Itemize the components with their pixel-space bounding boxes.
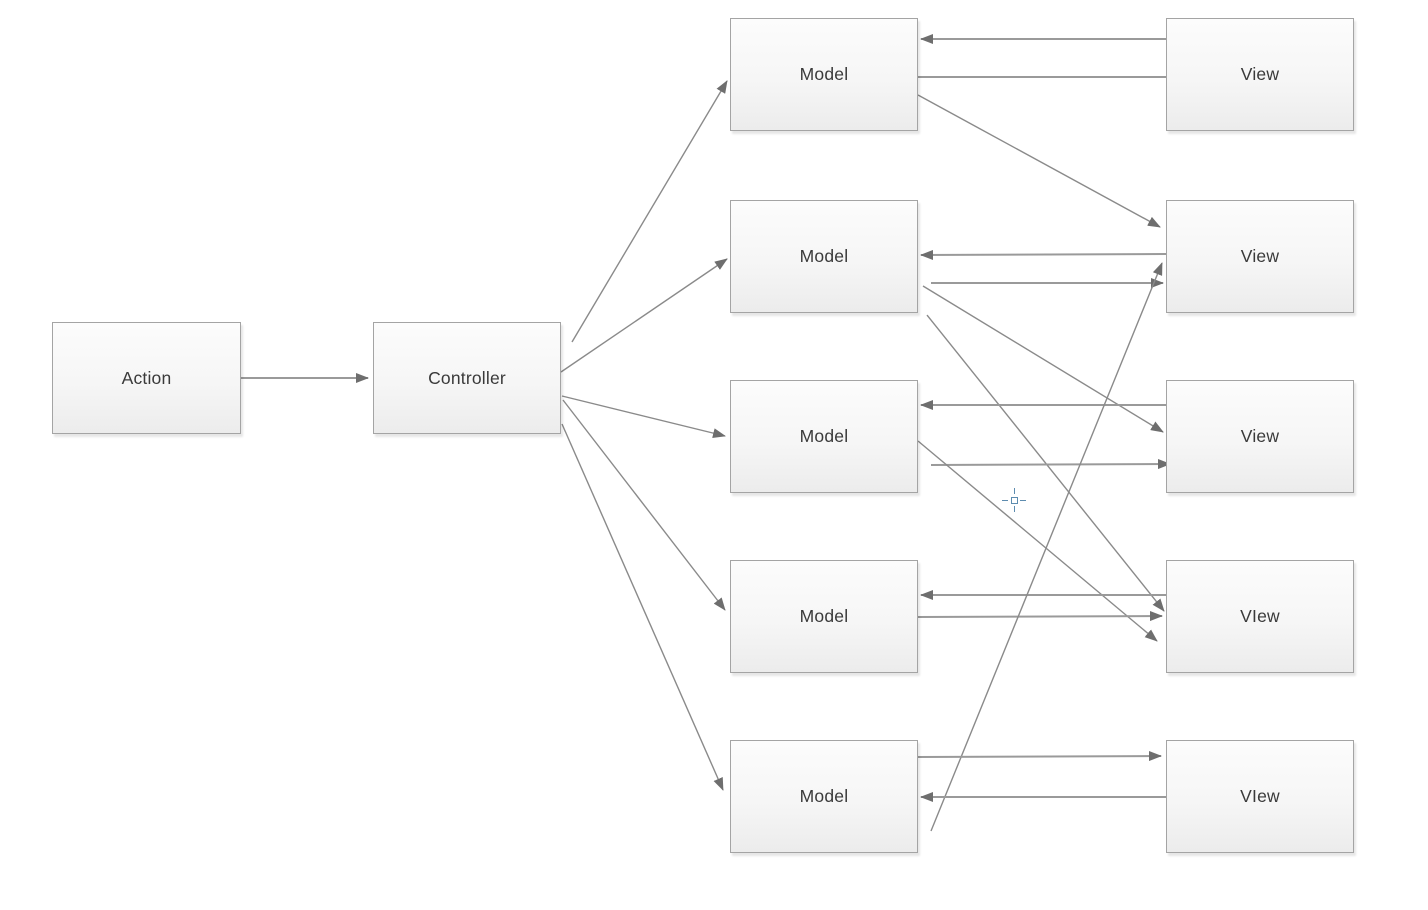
node-model-1[interactable]: Model (730, 18, 918, 131)
node-label-view-2: View (1240, 246, 1280, 266)
edge-model-1-to-view-2[interactable] (917, 94, 1161, 228)
node-model-2[interactable]: Model (730, 200, 918, 313)
node-view-4[interactable]: VIew (1166, 560, 1354, 673)
node-label-view-1: View (1240, 64, 1280, 84)
edge-model-2-to-view-3[interactable] (922, 285, 1164, 433)
node-label-controller: Controller (428, 367, 506, 388)
edge-model-5-to-view-2[interactable] (930, 262, 1163, 832)
edge-controller-to-model-4[interactable] (562, 399, 726, 611)
node-model-4[interactable]: Model (730, 560, 918, 673)
node-model-5[interactable]: Model (730, 740, 918, 853)
node-controller[interactable]: Controller (373, 322, 561, 434)
node-label-model-3: Model (799, 426, 849, 446)
node-model-3[interactable]: Model (730, 380, 918, 493)
edge-model-3-to-view-4[interactable] (917, 440, 1158, 642)
node-label-model-4: Model (799, 606, 849, 626)
node-label-model-5: Model (799, 786, 849, 806)
edge-controller-to-model-2[interactable] (560, 258, 728, 373)
node-label-model-1: Model (799, 64, 849, 84)
edge-model-4-to-view-4[interactable] (917, 611, 1163, 622)
node-action[interactable]: Action (52, 322, 241, 434)
node-label-view-3: View (1240, 426, 1280, 446)
edge-view-2-to-model-2[interactable] (920, 249, 1167, 260)
edge-model-3-to-view-3[interactable] (930, 459, 1171, 470)
node-label-model-2: Model (799, 246, 849, 266)
edge-controller-to-model-1[interactable] (571, 80, 728, 343)
node-view-2[interactable]: View (1166, 200, 1354, 313)
edge-controller-to-model-5[interactable] (561, 423, 724, 791)
node-label-view-5: VIew (1240, 786, 1280, 806)
node-view-5[interactable]: VIew (1166, 740, 1354, 853)
node-label-action: Action (121, 367, 172, 388)
edge-controller-to-model-3[interactable] (561, 395, 726, 438)
node-view-1[interactable]: View (1166, 18, 1354, 131)
edge-model-2-to-view-4[interactable] (926, 314, 1165, 612)
edge-model-5-to-view-5[interactable] (917, 751, 1162, 762)
node-label-view-4: VIew (1240, 606, 1280, 626)
node-view-3[interactable]: View (1166, 380, 1354, 493)
